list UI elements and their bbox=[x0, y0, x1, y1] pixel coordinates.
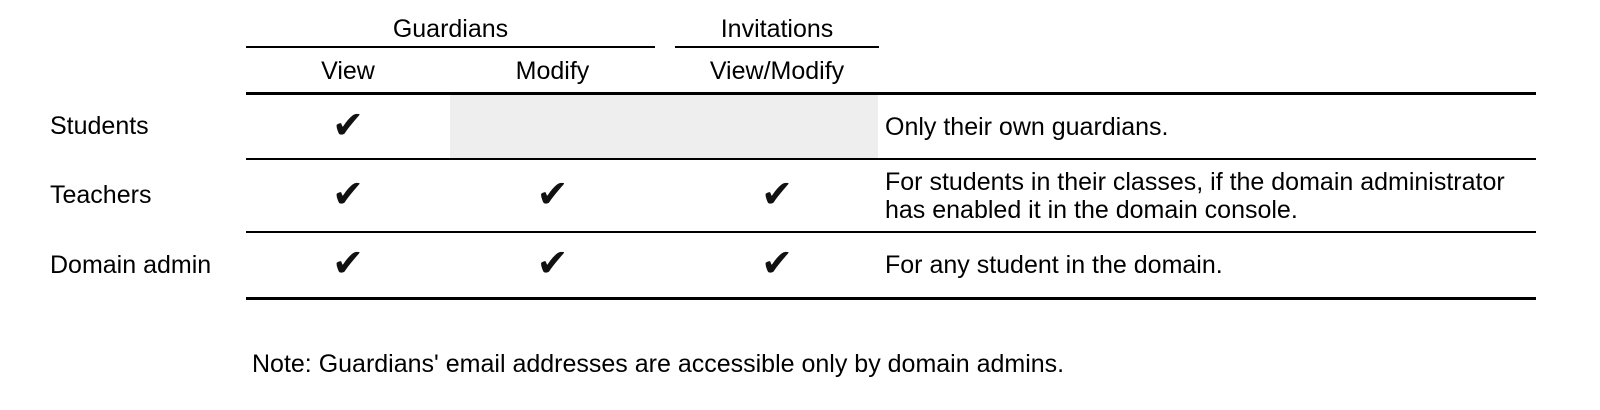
table-row-teachers: Teachers ✔ ✔ ✔ For students in their cla… bbox=[0, 160, 1600, 231]
check-icon: ✔ bbox=[332, 102, 364, 147]
check-icon: ✔ bbox=[761, 241, 793, 285]
row-separator bbox=[246, 158, 1536, 160]
check-icon: ✔ bbox=[536, 241, 569, 285]
teachers-note: For students in their classes, if the do… bbox=[885, 167, 1505, 224]
column-header-modify: Modify bbox=[515, 56, 590, 85]
column-header-view-modify: View/Modify bbox=[709, 56, 845, 85]
table-row-domain-admin: Domain admin ✔ ✔ ✔ For any student in th… bbox=[0, 233, 1600, 297]
domain-admin-guardians-modify-cell: ✔ bbox=[450, 233, 655, 297]
column-header-view: View bbox=[321, 56, 375, 85]
guardians-group-underline bbox=[246, 46, 655, 48]
domain-admin-invitations-cell: ✔ bbox=[675, 233, 879, 297]
check-icon: ✔ bbox=[761, 171, 793, 216]
footnote: Note: Guardians' email addresses are acc… bbox=[252, 350, 1065, 378]
row-label-teachers: Teachers bbox=[50, 181, 152, 209]
table-row-students: Students ✔ Only their own guardians. bbox=[0, 95, 1600, 158]
table-bottom-rule bbox=[246, 297, 1536, 300]
row-label-domain-admin: Domain admin bbox=[50, 250, 212, 279]
students-note: Only their own guardians. bbox=[885, 112, 1169, 141]
row-label-students: Students bbox=[50, 112, 149, 140]
column-group-invitations: Invitations bbox=[720, 14, 834, 43]
column-group-guardians: Guardians bbox=[392, 14, 509, 43]
header-rule bbox=[246, 92, 1536, 95]
check-icon: ✔ bbox=[332, 241, 364, 285]
teachers-invitations-cell: ✔ bbox=[675, 160, 879, 231]
domain-admin-note: For any student in the domain. bbox=[885, 251, 1223, 279]
check-icon: ✔ bbox=[332, 171, 364, 216]
teachers-guardians-view-cell: ✔ bbox=[246, 160, 450, 231]
row-separator bbox=[246, 231, 1536, 233]
invitations-group-underline bbox=[675, 46, 879, 48]
domain-admin-guardians-view-cell: ✔ bbox=[246, 233, 450, 297]
students-disabled-cells bbox=[450, 95, 878, 158]
check-icon: ✔ bbox=[536, 171, 569, 216]
students-guardians-view-cell: ✔ bbox=[246, 95, 450, 158]
teachers-guardians-modify-cell: ✔ bbox=[450, 160, 655, 231]
